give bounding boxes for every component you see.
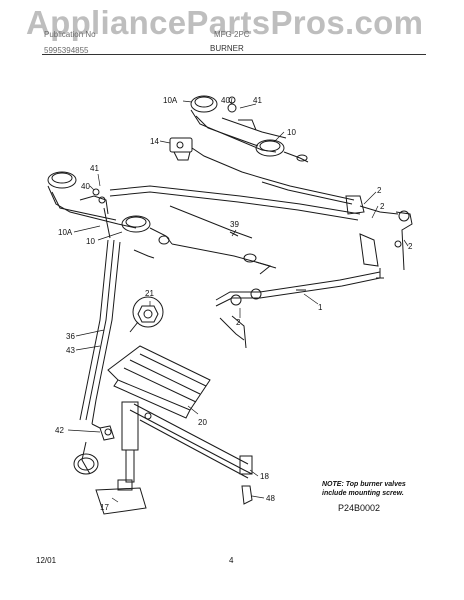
nut-21 <box>129 296 164 333</box>
igniter-assembly <box>73 401 147 515</box>
callout-41-left: 41 <box>90 164 99 173</box>
mounting-note-line2: include mounting screw. <box>322 490 404 497</box>
callout-21: 21 <box>145 289 154 298</box>
callout-48: 48 <box>266 494 275 503</box>
section-title: BURNER <box>210 44 244 53</box>
callout-2-c: 2 <box>236 318 241 327</box>
drawing-code: P24B0002 <box>338 503 381 513</box>
manifold-tubes <box>109 177 413 279</box>
callout-41-top: 41 <box>253 96 262 105</box>
callout-1: 1 <box>318 303 323 312</box>
rear-burner-pair <box>190 95 309 163</box>
front-manifold-pipe <box>215 233 381 349</box>
callout-2-d: 2 <box>408 242 413 251</box>
broil-burner-tube <box>129 403 253 505</box>
callout-2-b: 2 <box>380 202 385 211</box>
footer-page-number: 4 <box>229 556 234 565</box>
callout-10a-left: 10A <box>58 228 73 237</box>
vertical-supply-tubes <box>79 207 121 425</box>
callout-14: 14 <box>150 137 159 146</box>
mounting-note-line1: NOTE: Top burner valves <box>322 481 406 488</box>
front-burner-pair <box>47 171 173 259</box>
publication-number: 5995394855 <box>44 46 89 55</box>
footer-date: 12/01 <box>36 556 57 565</box>
callout-10-top: 10 <box>287 128 296 137</box>
callout-43: 43 <box>66 346 75 355</box>
callout-40-top: 40 <box>221 96 230 105</box>
callout-10-left: 10 <box>86 237 95 246</box>
callout-40-left: 40 <box>81 182 90 191</box>
orifice-tubes <box>169 205 277 275</box>
callout-2-a: 2 <box>377 186 382 195</box>
callout-36: 36 <box>66 332 75 341</box>
mounting-note: NOTE: Top burner valves include mounting… <box>322 480 406 498</box>
publication-label: Publication No <box>44 30 96 39</box>
model-label: MFG 2PC <box>214 30 250 39</box>
leader-lines <box>67 97 409 503</box>
header-rule <box>42 54 426 55</box>
gas-valve-14 <box>169 137 263 179</box>
callout-18: 18 <box>260 472 269 481</box>
callout-42: 42 <box>55 426 64 435</box>
callout-17: 17 <box>100 503 109 512</box>
broil-baffle-20 <box>107 345 211 419</box>
callout-20: 20 <box>198 418 207 427</box>
watermark-logo: AppliancePartsPros.com <box>26 4 424 41</box>
callout-39: 39 <box>230 220 239 229</box>
callout-10a-top: 10A <box>163 96 178 105</box>
